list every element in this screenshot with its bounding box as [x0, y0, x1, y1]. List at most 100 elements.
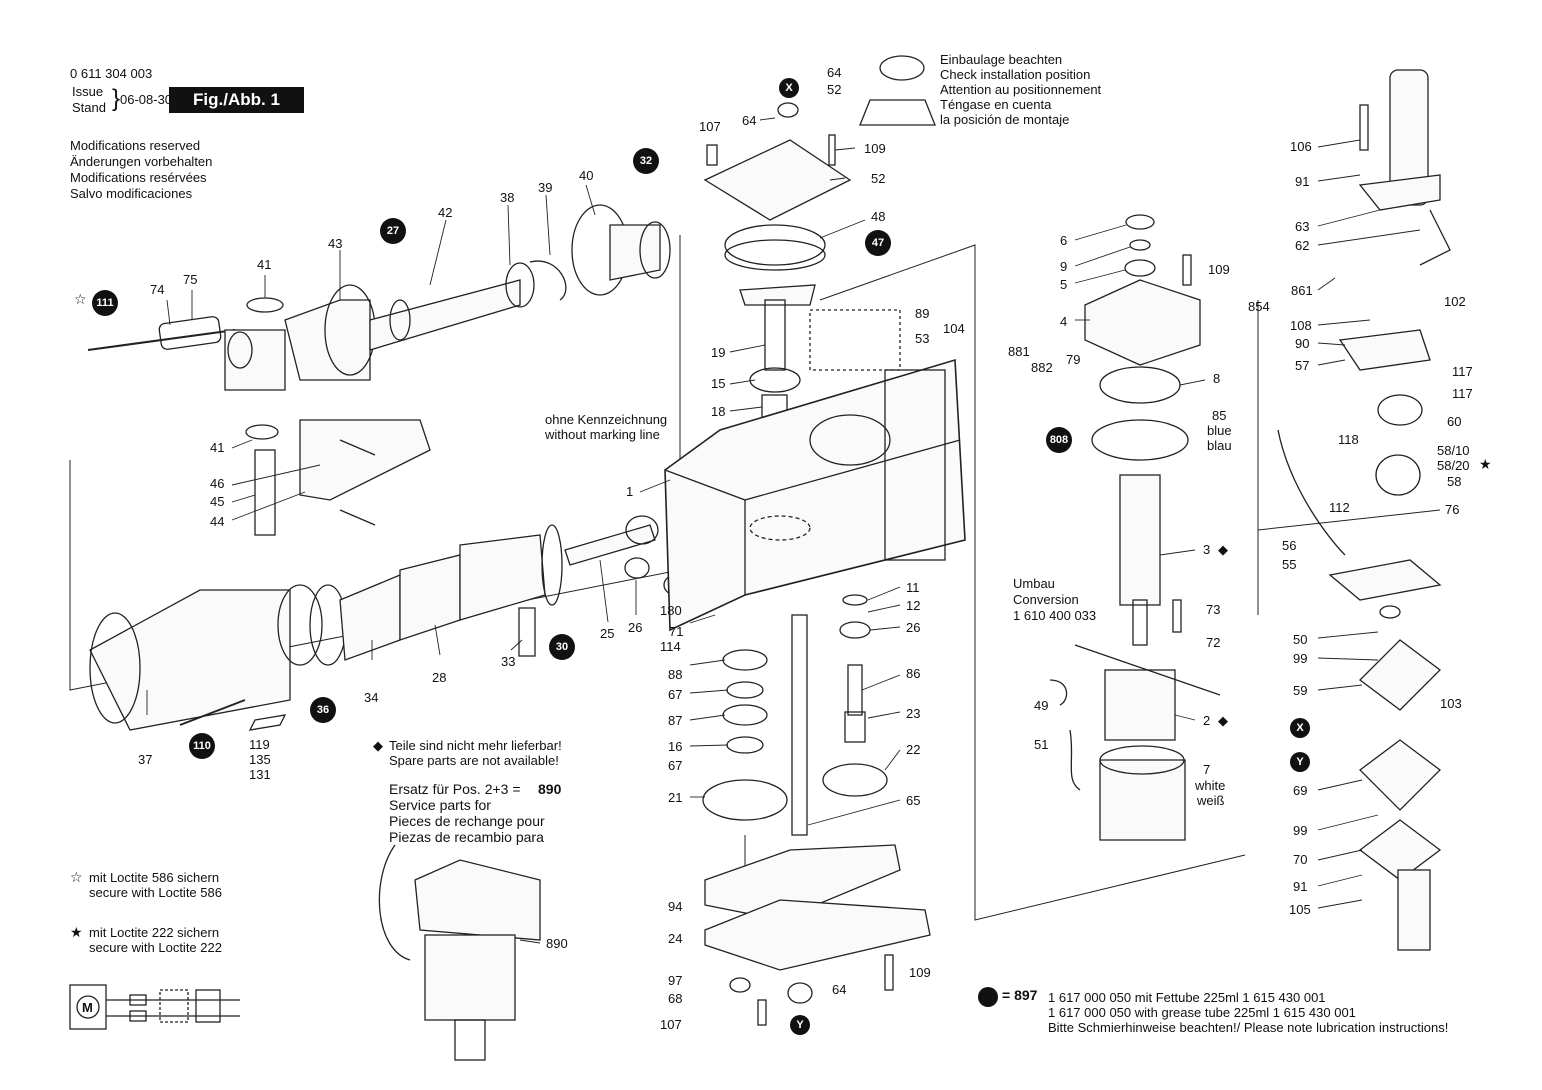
stand-label: Stand	[72, 100, 106, 115]
part-label: 40	[579, 168, 594, 183]
part-label: 48	[871, 209, 886, 224]
lubrication-line: Bitte Schmierhinweise beachten!/ Please …	[1048, 1020, 1449, 1035]
part-label: 112	[1329, 500, 1350, 515]
part-label: 85	[1212, 408, 1227, 423]
service-parts-line: Piezas de recambio para	[389, 829, 544, 845]
lubrication-equals: = 897	[1002, 987, 1038, 1003]
color-note-white: white	[1195, 778, 1226, 793]
part-label: 89	[915, 306, 930, 321]
marking-note: ohne Kennzeichnung	[545, 412, 668, 427]
part-label: 49	[1034, 698, 1049, 713]
part-label: 19	[711, 345, 726, 360]
part-label: 107	[699, 119, 721, 134]
part-label: 99	[1293, 651, 1308, 666]
marker-808: 808	[1046, 427, 1072, 453]
part-label: 76	[1445, 502, 1460, 517]
issue-date: 06-08-30	[120, 92, 173, 107]
modifications-line: Modifications resérvées	[70, 170, 207, 185]
modifications-line: Salvo modificaciones	[70, 186, 193, 201]
part-label: 16	[668, 739, 683, 754]
marker-32: 32	[633, 148, 659, 174]
part-label: 97	[668, 973, 683, 988]
part-label: 117	[1452, 364, 1473, 379]
part-label: 50	[1293, 632, 1308, 647]
part-label: 103	[1440, 696, 1462, 711]
part-label: 22	[906, 742, 921, 757]
marker-111: 111	[92, 290, 118, 316]
loctite-note: secure with Loctite 222	[89, 940, 222, 955]
service-part-number: 890	[538, 781, 562, 797]
part-label: 105	[1289, 902, 1311, 917]
part-label: 91	[1293, 879, 1308, 894]
part-label: 68	[668, 991, 683, 1006]
conversion-note: Umbau	[1013, 576, 1055, 591]
part-label: 90	[1295, 336, 1310, 351]
diamond-icon: ◆	[373, 738, 383, 753]
part-label: 33	[501, 654, 516, 669]
part-label: 23	[906, 706, 921, 721]
marker-y-right: Y	[1290, 752, 1310, 772]
part-label: 882	[1031, 360, 1053, 375]
service-parts-line: Service parts for	[389, 797, 491, 813]
part-label: 18	[711, 404, 726, 419]
part-label: 69	[1293, 783, 1308, 798]
part-label: 117	[1452, 386, 1473, 401]
part-label: 79	[1066, 352, 1081, 367]
color-note-blue: blue	[1207, 423, 1232, 438]
part-label: 854	[1248, 299, 1270, 314]
installation-note: Check installation position	[940, 67, 1091, 82]
part-label: 5	[1060, 277, 1068, 292]
part-label: 108	[1290, 318, 1312, 333]
part-label: 8	[1213, 371, 1221, 386]
part-label: 42	[438, 205, 453, 220]
conversion-note: Conversion	[1013, 592, 1079, 607]
diamond-icon: ◆	[1218, 713, 1228, 728]
part-label: 64	[832, 982, 847, 997]
solid-star-icon: ★	[70, 924, 83, 940]
part-label: 25	[600, 626, 615, 641]
part-label: 75	[183, 272, 198, 287]
part-label: 107	[660, 1017, 682, 1032]
marker-x-top: X	[779, 78, 799, 98]
loctite-note: mit Loctite 586 sichern	[89, 870, 220, 885]
part-label: 38	[500, 190, 515, 205]
marker-110: 110	[189, 733, 215, 759]
part-label: 58	[1447, 474, 1462, 489]
part-label: 131	[249, 767, 271, 782]
part-label: 39	[538, 180, 553, 195]
loctite-note: mit Loctite 222 sichern	[89, 925, 220, 940]
marking-note: without marking line	[545, 427, 660, 442]
part-label: 119	[249, 737, 270, 752]
part-label: 74	[150, 282, 165, 297]
part-label: 109	[1208, 262, 1230, 277]
part-label: 57	[1295, 358, 1310, 373]
part-label: 51	[1034, 737, 1049, 752]
part-label: 24	[668, 931, 683, 946]
solid-star-icon: ★	[1479, 456, 1492, 472]
part-label: 87	[668, 713, 683, 728]
part-label: 1	[626, 484, 634, 499]
part-label: 102	[1444, 294, 1466, 309]
part-label: 45	[210, 494, 225, 509]
part-label: 94	[668, 899, 683, 914]
part-label: 34	[364, 690, 379, 705]
installation-note: Attention au positionnement	[940, 82, 1102, 97]
marker-36: 36	[310, 697, 336, 723]
part-label: 180	[660, 603, 682, 618]
part-label: 56	[1282, 538, 1297, 553]
open-star-icon: ☆	[70, 869, 83, 885]
marker-x-right: X	[1290, 718, 1310, 738]
part-label: 58/20	[1437, 458, 1470, 473]
open-star-icon: ☆	[74, 291, 87, 307]
part-label: 26	[628, 620, 643, 635]
part-label: 63	[1295, 219, 1310, 234]
part-label: 72	[1206, 635, 1221, 650]
part-label: 71	[669, 624, 684, 639]
part-label: 11	[906, 580, 920, 595]
modifications-line: Änderungen vorbehalten	[70, 154, 213, 169]
part-label: 109	[864, 141, 886, 156]
installation-note: Einbaulage beachten	[940, 52, 1063, 67]
part-label: 106	[1290, 139, 1312, 154]
not-available-note: Spare parts are not available!	[389, 753, 559, 768]
part-label: 58/10	[1437, 443, 1470, 458]
